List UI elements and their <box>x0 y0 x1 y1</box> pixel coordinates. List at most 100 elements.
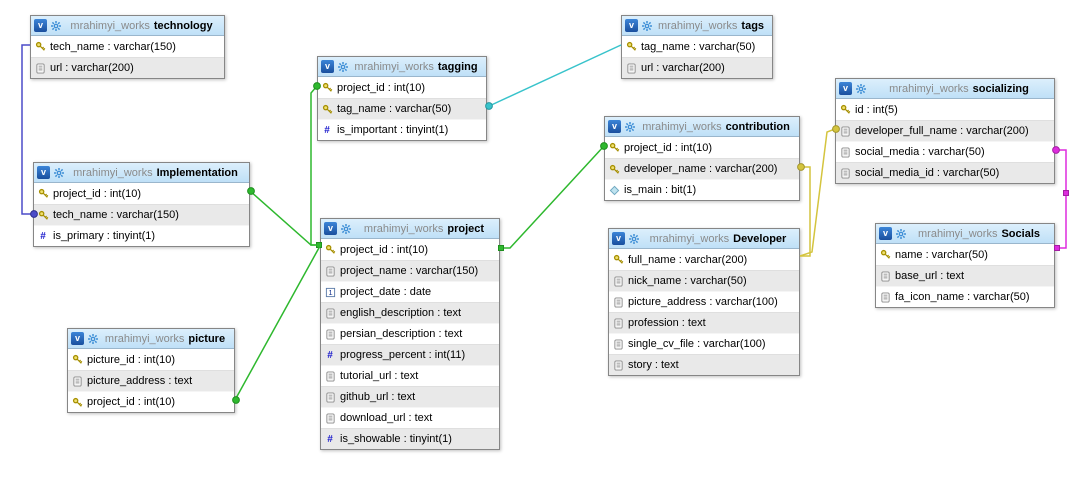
column-row[interactable]: social_media : varchar(50) <box>836 141 1054 162</box>
column-label: single_cv_file : varchar(100) <box>628 338 766 350</box>
column-label: project_date : date <box>340 286 432 298</box>
column-row[interactable]: single_cv_file : varchar(100) <box>609 333 799 354</box>
column-row[interactable]: project_id : int(10) <box>68 391 234 412</box>
column-label: project_id : int(10) <box>337 81 426 94</box>
text-type-icon <box>612 296 624 308</box>
column-row[interactable]: project_id : int(10) <box>605 137 799 158</box>
column-row[interactable]: url : varchar(200) <box>622 57 772 78</box>
column-row[interactable]: id : int(5) <box>836 99 1054 120</box>
column-row[interactable]: full_name : varchar(200) <box>609 249 799 270</box>
numeric-type-icon: # <box>327 349 333 361</box>
column-row[interactable]: name : varchar(50) <box>876 244 1054 265</box>
schema-name: mrahimyi_works <box>354 60 434 73</box>
primary-key-icon <box>34 41 46 52</box>
column-row[interactable]: #progress_percent : int(11) <box>321 344 499 365</box>
column-label: project_name : varchar(150) <box>340 265 479 277</box>
text-type-icon <box>324 307 336 319</box>
column-label: base_url : text <box>895 270 965 282</box>
table-name: tagging <box>437 60 478 73</box>
text-type-icon <box>625 62 637 74</box>
column-row[interactable]: picture_address : text <box>68 370 234 391</box>
column-row[interactable]: github_url : text <box>321 386 499 407</box>
schema-name: mrahimyi_works <box>889 82 969 95</box>
column-row[interactable]: is_main : bit(1) <box>605 179 799 200</box>
column-row[interactable]: fa_icon_name : varchar(50) <box>876 286 1054 307</box>
column-row[interactable]: developer_full_name : varchar(200) <box>836 120 1054 141</box>
column-row[interactable]: project_id : int(10) <box>318 77 486 98</box>
relation-line <box>486 44 622 108</box>
column-row[interactable]: #is_showable : tinyint(1) <box>321 428 499 449</box>
column-label: tutorial_url : text <box>340 370 419 382</box>
table-name: picture <box>188 332 226 345</box>
column-label: story : text <box>628 359 679 371</box>
column-row[interactable]: base_url : text <box>876 265 1054 286</box>
column-row[interactable]: tag_name : varchar(50) <box>622 36 772 57</box>
column-label: project_id : int(10) <box>87 396 176 408</box>
column-label: developer_name : varchar(200) <box>624 163 778 175</box>
column-row[interactable]: # is_primary : tinyint(1) <box>34 225 249 246</box>
column-row[interactable]: profession : text <box>609 312 799 333</box>
column-row[interactable]: #is_important : tinyint(1) <box>318 119 486 140</box>
column-row[interactable]: story : text <box>609 354 799 375</box>
primary-key-icon <box>608 164 620 175</box>
relation-line <box>249 190 320 246</box>
relation-endpoint[interactable] <box>1063 190 1069 196</box>
column-label: is_primary : tinyint(1) <box>53 230 156 242</box>
column-row[interactable]: developer_name : varchar(200) <box>605 158 799 179</box>
table-badge-icon: v <box>71 332 84 345</box>
column-row[interactable]: picture_id : int(10) <box>68 349 234 370</box>
column-row[interactable]: nick_name : varchar(50) <box>609 270 799 291</box>
column-row[interactable]: tech_name : varchar(150) <box>31 36 224 57</box>
column-label: is_important : tinyint(1) <box>337 124 449 136</box>
column-row[interactable]: project_name : varchar(150) <box>321 260 499 281</box>
text-type-icon <box>34 62 46 74</box>
column-row[interactable]: tech_name : varchar(150) <box>34 204 249 225</box>
schema-name: mrahimyi_works <box>70 19 150 32</box>
column-row[interactable]: persian_description : text <box>321 323 499 344</box>
column-row[interactable]: project_id : int(10) <box>34 183 249 204</box>
column-row[interactable]: tutorial_url : text <box>321 365 499 386</box>
column-row[interactable]: download_url : text <box>321 407 499 428</box>
column-row[interactable]: social_media_id : varchar(50) <box>836 162 1054 183</box>
column-row[interactable]: tag_name : varchar(50) <box>318 98 486 119</box>
table-name: Socials <box>1001 227 1040 240</box>
primary-key-icon <box>37 188 49 199</box>
column-row[interactable]: project_id : int(10) <box>321 239 499 260</box>
gear-icon <box>337 61 349 73</box>
numeric-type-icon: # <box>40 230 46 242</box>
column-label: tech_name : varchar(150) <box>53 209 179 221</box>
text-type-icon <box>612 359 624 371</box>
column-row[interactable]: english_description : text <box>321 302 499 323</box>
relation-line <box>800 166 811 257</box>
schema-name: mrahimyi_works <box>104 332 185 345</box>
column-row[interactable]: url : varchar(200) <box>31 57 224 78</box>
column-row[interactable]: picture_address : varchar(100) <box>609 291 799 312</box>
column-label: is_showable : tinyint(1) <box>340 433 452 445</box>
table-badge-icon: v <box>321 60 334 73</box>
relation-endpoint[interactable] <box>1054 245 1060 251</box>
table-name: technology <box>153 19 213 32</box>
table-name: Implementation <box>156 166 238 179</box>
